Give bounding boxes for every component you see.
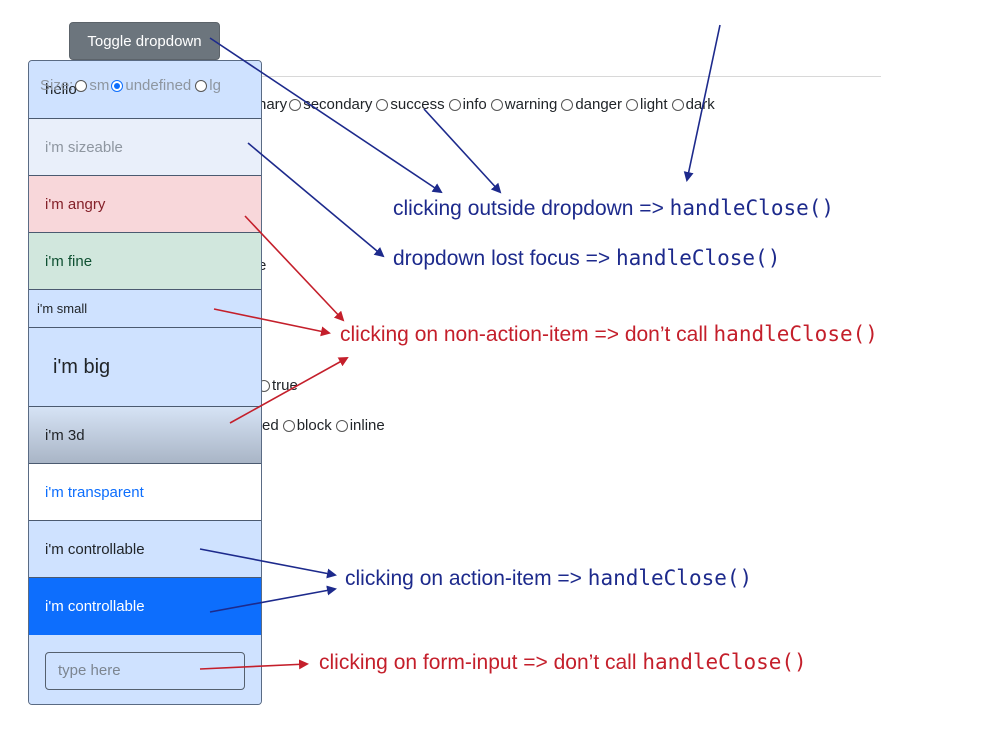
- arrow-success-to-outside: [423, 108, 502, 194]
- menu-item-controllable-active[interactable]: i'm controllable: [29, 578, 261, 635]
- menu-item-small[interactable]: i'm small: [29, 290, 261, 328]
- radio-icon[interactable]: [561, 98, 574, 111]
- menu-item-sizeable: i'm sizeable: [29, 119, 261, 176]
- radio-icon[interactable]: [626, 98, 639, 111]
- menu-item-angry[interactable]: i'm angry: [29, 176, 261, 233]
- variant-option-success[interactable]: success: [376, 96, 445, 113]
- option-true[interactable]: true: [258, 377, 298, 394]
- radio-icon[interactable]: [289, 98, 302, 111]
- radio-icon[interactable]: [282, 419, 295, 432]
- text-input[interactable]: [45, 651, 245, 690]
- variant-option-dark[interactable]: dark: [671, 96, 715, 113]
- menu-item-form: [29, 635, 261, 704]
- radio-icon[interactable]: [75, 79, 88, 92]
- toggle-dropdown-button[interactable]: Toggle dropdown: [69, 22, 220, 60]
- size-label: Size:: [40, 77, 74, 94]
- variant-option-light[interactable]: light: [626, 96, 668, 113]
- menu-item-3d[interactable]: i'm 3d: [29, 407, 261, 464]
- boolean-radio-group: true: [258, 377, 302, 394]
- radio-icon[interactable]: [448, 98, 461, 111]
- menu-item-controllable[interactable]: i'm controllable: [29, 521, 261, 578]
- option-inline[interactable]: inline: [335, 417, 385, 434]
- variant-option-warning[interactable]: warning: [490, 96, 557, 113]
- menu-item-transparent[interactable]: i'm transparent: [29, 464, 261, 521]
- annotation-outside-click: clicking outside dropdown => handleClose…: [393, 196, 835, 220]
- option-block[interactable]: block: [282, 417, 332, 434]
- radio-icon[interactable]: [195, 79, 208, 92]
- menu-item-fine[interactable]: i'm fine: [29, 233, 261, 290]
- radio-icon[interactable]: [490, 98, 503, 111]
- size-option-undefined[interactable]: undefined: [111, 77, 191, 94]
- radio-icon[interactable]: [376, 98, 389, 111]
- variant-option-danger[interactable]: danger: [561, 96, 622, 113]
- divider: [70, 76, 881, 77]
- variant-option-secondary[interactable]: secondary: [289, 96, 372, 113]
- size-option-lg[interactable]: lg: [195, 77, 221, 94]
- variant-label-fragment: nary: [258, 96, 288, 113]
- size-option-sm[interactable]: sm: [75, 77, 109, 94]
- annotation-lost-focus: dropdown lost focus => handleClose(): [393, 246, 781, 270]
- size-radio-group: Size: sm undefined lg: [40, 77, 221, 94]
- arrow-size-to-focus: [247, 142, 385, 258]
- dropdown-menu: hello i'm sizeable i'm angry i'm fine i'…: [28, 60, 262, 705]
- variant-radio-group: nary secondary success info warning dang…: [258, 96, 719, 113]
- annotation-action-item: clicking on action-item => handleClose(): [345, 566, 753, 590]
- radio-icon[interactable]: [335, 419, 348, 432]
- variant-option-info[interactable]: info: [448, 96, 487, 113]
- radio-checked-icon[interactable]: [111, 79, 124, 92]
- display-label-fragment: ed: [262, 417, 279, 434]
- radio-icon[interactable]: [671, 98, 684, 111]
- annotation-non-action-item: clicking on non-action-item => don’t cal…: [340, 322, 878, 346]
- menu-item-big[interactable]: i'm big: [29, 328, 261, 407]
- display-radio-group: ed block inline: [262, 417, 389, 434]
- annotation-form-input: clicking on form-input => don’t call han…: [319, 650, 807, 674]
